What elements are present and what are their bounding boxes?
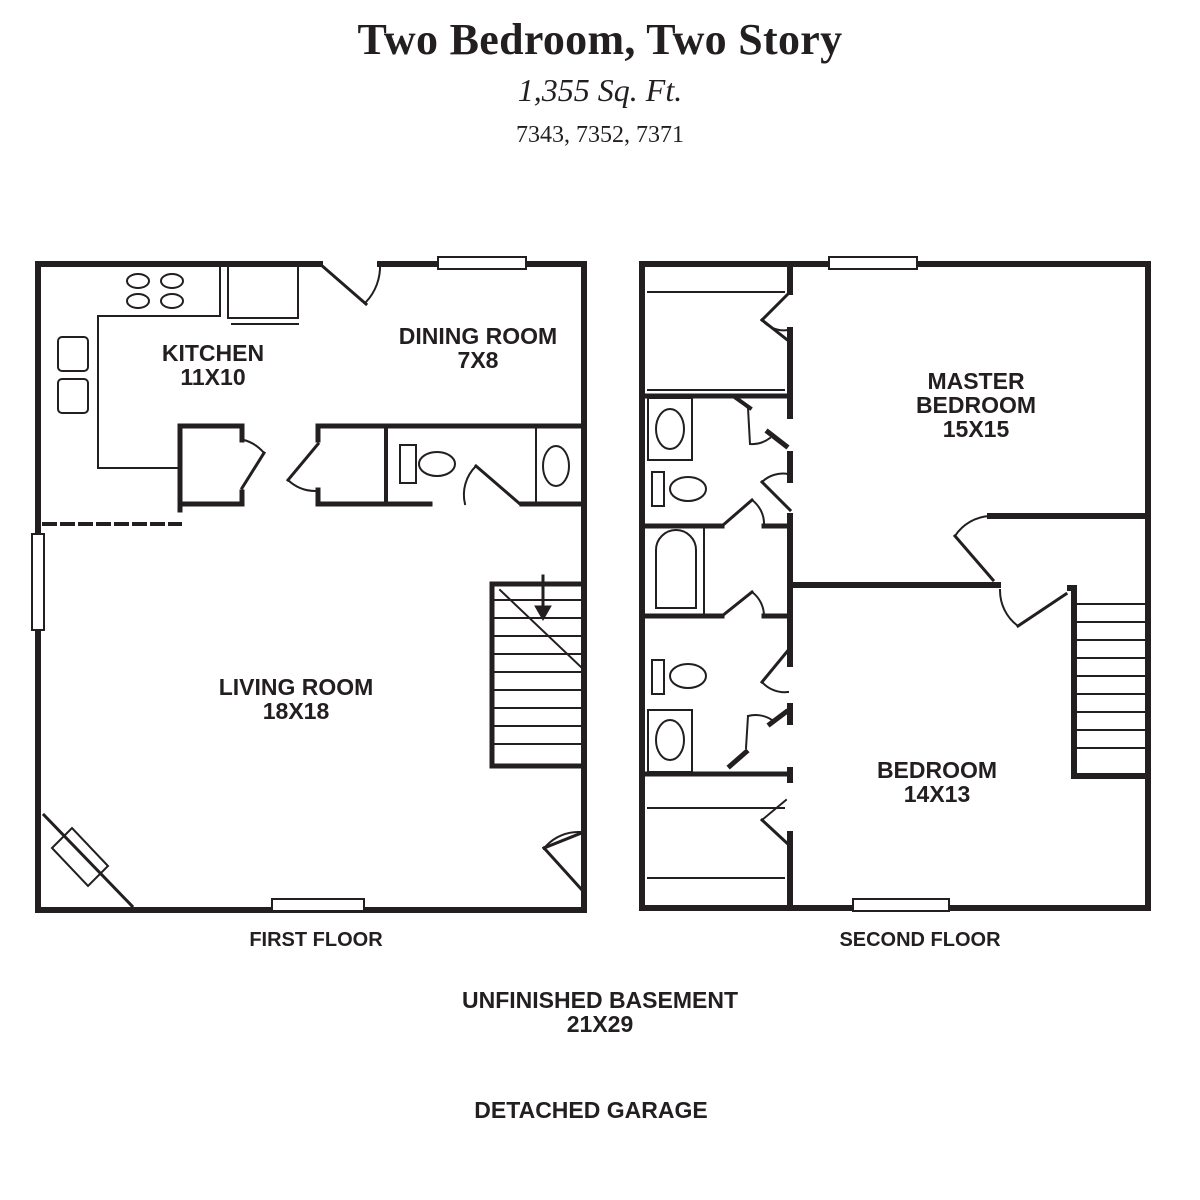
basement-name: UNFINISHED BASEMENT xyxy=(461,987,739,1013)
room-name: BEDROOM xyxy=(915,392,1037,418)
room-name: LIVING ROOM xyxy=(218,674,374,700)
room-size: 15X15 xyxy=(942,416,1010,442)
square-footage: 1,355 Sq. Ft. xyxy=(517,72,683,108)
room-label-kitchen: KITCHEN 11X10 xyxy=(162,341,264,389)
room-label-master-bedroom: MASTER BEDROOM 15X15 xyxy=(916,369,1036,441)
room-size: 14X13 xyxy=(903,781,971,807)
window xyxy=(271,898,365,912)
second-floor-plan xyxy=(639,256,1151,912)
room-name: BEDROOM xyxy=(876,757,998,783)
basement-size: 21X29 xyxy=(566,1011,634,1037)
window xyxy=(852,898,950,912)
room-name: MASTER xyxy=(927,368,1025,394)
room-size: 11X10 xyxy=(180,364,246,390)
garage-label: DETACHED GARAGE xyxy=(474,1097,708,1123)
first-floor-caption: FIRST FLOOR xyxy=(249,929,383,951)
window xyxy=(437,256,527,270)
first-floor-plan xyxy=(31,256,587,913)
room-name: KITCHEN xyxy=(161,340,265,366)
room-label-bedroom: BEDROOM 14X13 xyxy=(877,758,997,806)
plan-title: Two Bedroom, Two Story xyxy=(357,15,843,64)
unit-numbers: 7343, 7352, 7371 xyxy=(516,122,684,148)
second-floor-caption: SECOND FLOOR xyxy=(839,929,1001,951)
basement-label: UNFINISHED BASEMENT 21X29 xyxy=(462,988,738,1036)
room-label-dining-room: DINING ROOM 7X8 xyxy=(399,324,557,372)
room-size: 7X8 xyxy=(457,347,499,373)
window xyxy=(31,533,45,631)
window xyxy=(828,256,918,270)
room-size: 18X18 xyxy=(262,698,330,724)
room-label-living-room: LIVING ROOM 18X18 xyxy=(219,675,374,723)
room-name: DINING ROOM xyxy=(398,323,558,349)
